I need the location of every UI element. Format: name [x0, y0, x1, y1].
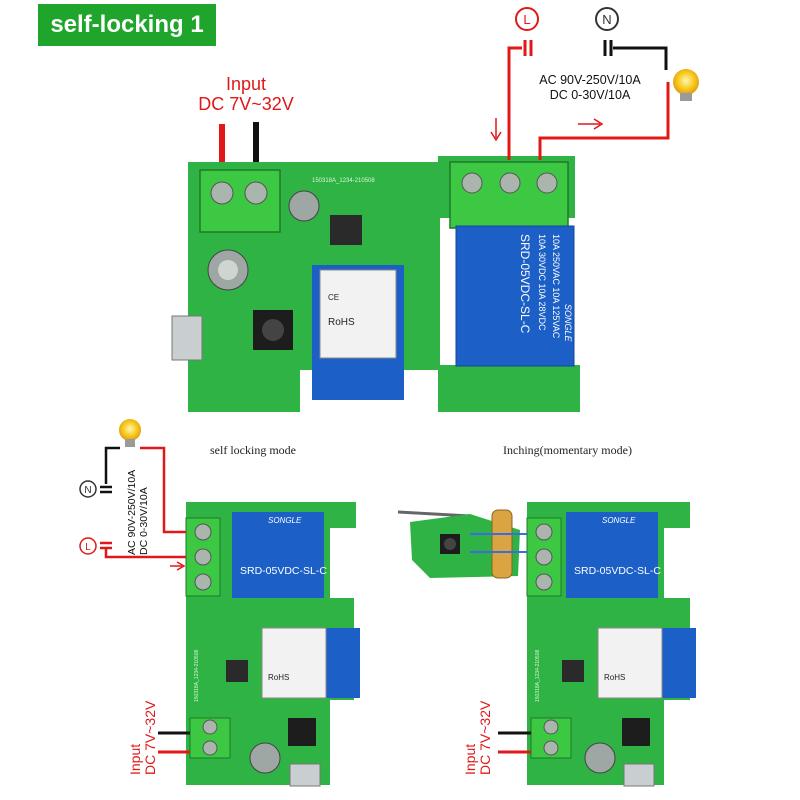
- bl-bulb-icon: [119, 419, 141, 441]
- top-capacitor-top: [218, 260, 238, 280]
- top-input-terminal: [199, 169, 281, 233]
- br-wifi-module: [597, 627, 663, 699]
- bottom-left-board: SRD-05VDC-SL-C SONGLE RoHS 150318A_1234-…: [185, 502, 360, 787]
- top-input-screw-2: [244, 181, 268, 205]
- top-usb-port: [171, 315, 203, 361]
- top-bulb-base: [680, 93, 692, 101]
- bl-relay-brand: SONGLE: [268, 516, 302, 525]
- top-relay-rating1: 10A 250VAC 10A 125VAC: [551, 234, 561, 339]
- top-L-wire: [507, 46, 522, 160]
- top-module-ce: CE: [328, 293, 339, 302]
- top-relay-rating2: 10A 30VDC 10A 28VDC: [537, 234, 547, 331]
- bl-bulb-base: [125, 439, 135, 447]
- bl-L-terminal-circle: [79, 537, 97, 555]
- top-inductor: [330, 215, 362, 245]
- br-relay-model: SRD-05VDC-SL-C: [574, 565, 661, 577]
- bl-N-terminal-text: N: [84, 485, 91, 496]
- br-wifi-antenna: [662, 628, 696, 698]
- bl-module-rohs: RoHS: [268, 673, 289, 682]
- bl-inductor: [226, 660, 248, 682]
- top-input-screw-1: [210, 181, 234, 205]
- bl-output-screw-3: [194, 573, 212, 591]
- br-usb-port: [623, 763, 655, 787]
- bl-load-wire: [140, 446, 186, 534]
- top-wifi-module: [319, 269, 397, 359]
- top-bulb-icon: [673, 69, 699, 95]
- remote-battery: [491, 509, 513, 579]
- top-load-wire: [538, 82, 670, 160]
- self-locking-caption: self locking mode: [210, 443, 296, 457]
- top-pcb-code: 150318A_1234-210508: [312, 178, 375, 184]
- top-output-screw-3: [536, 172, 558, 194]
- br-module-rohs: RoHS: [604, 673, 625, 682]
- top-push-button-cap: [262, 319, 284, 341]
- br-pcb-code: 150318A_1234-210508: [535, 650, 541, 702]
- remote-push-button-cap: [444, 538, 456, 550]
- bl-capacitor: [249, 742, 281, 774]
- top-output-screw-2: [499, 172, 521, 194]
- br-output-screw-3: [535, 573, 553, 591]
- top-board: 150318A_1234-210508 10A 250VAC 10A 125VA…: [171, 122, 580, 412]
- bl-L-terminal-text: L: [85, 542, 91, 553]
- bl-L-wire: [104, 549, 186, 559]
- bl-relay-model: SRD-05VDC-SL-C: [240, 565, 327, 577]
- top-N-wire: [613, 46, 668, 70]
- top-spec-line2: DC 0-30V/10A: [549, 88, 631, 102]
- br-input-screw-1: [543, 719, 559, 735]
- bottom-left-wiring: N L: [79, 419, 190, 754]
- br-output-screw-1: [535, 523, 553, 541]
- br-input-screw-2: [543, 740, 559, 756]
- remote-switch-module: [397, 509, 527, 579]
- bl-arrow-head: [176, 561, 186, 571]
- br-output-screw-2: [535, 548, 553, 566]
- top-output-terminal: [449, 161, 569, 229]
- top-input-line2: DC 7V~32V: [198, 94, 294, 114]
- top-spec-label: AC 90V-250V/10A DC 0-30V/10A: [520, 73, 660, 103]
- top-relay: [455, 225, 575, 367]
- bottom-right-board: SRD-05VDC-SL-C SONGLE RoHS 150318A_1234-…: [498, 502, 696, 787]
- top-L-terminal-text: L: [523, 12, 530, 27]
- top-input-label: Input DC 7V~32V: [186, 74, 306, 114]
- br-relay: [566, 512, 658, 598]
- bl-usb-port: [289, 763, 321, 787]
- br-relay-brand: SONGLE: [602, 516, 636, 525]
- top-capacitor-small: [288, 190, 320, 222]
- title-badge: self-locking 1: [38, 4, 216, 46]
- br-push-button: [622, 718, 650, 746]
- bl-pcb-code: 150318A_1234-210508: [194, 650, 200, 702]
- top-relay-model: SRD-05VDC-SL-C: [518, 234, 532, 334]
- top-module-rohs: RoHS: [328, 317, 355, 328]
- br-inductor: [562, 660, 584, 682]
- bl-wifi-antenna: [326, 628, 360, 698]
- top-arrow-right-head: [593, 118, 604, 130]
- top-input-line1: Input: [225, 74, 267, 94]
- bl-N-terminal-circle: [79, 480, 97, 498]
- top-spec-line1: AC 90V-250V/10A: [539, 73, 641, 87]
- bl-push-button: [288, 718, 316, 746]
- top-N-terminal-circle: [595, 7, 619, 31]
- top-load-wiring: L N: [490, 7, 699, 160]
- top-output-screw-1: [461, 172, 483, 194]
- top-arrow-down-head: [490, 131, 502, 142]
- bl-wifi-module: [261, 627, 327, 699]
- top-N-terminal-text: N: [602, 12, 611, 27]
- top-relay-brand: SONGLE: [563, 304, 573, 343]
- bl-output-screw-1: [194, 523, 212, 541]
- inching-caption: Inching(momentary mode): [503, 443, 632, 457]
- bl-N-wire: [104, 446, 120, 484]
- bl-input-screw-2: [202, 740, 218, 756]
- top-relay-text: 10A 250VAC 10A 125VAC 10A 30VDC 10A 28VD…: [518, 234, 573, 343]
- bl-output-screw-2: [194, 548, 212, 566]
- remote-antenna: [397, 510, 471, 518]
- top-L-terminal-circle: [515, 7, 539, 31]
- bl-input-screw-1: [202, 719, 218, 735]
- bl-relay: [232, 512, 324, 598]
- br-capacitor: [584, 742, 616, 774]
